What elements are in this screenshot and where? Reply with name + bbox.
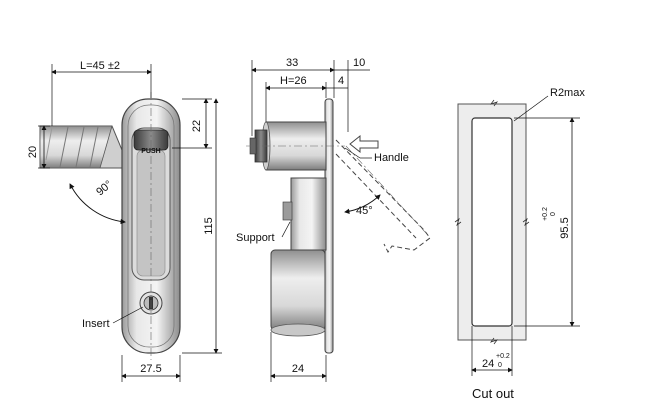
side-angle: 45° [356,205,373,217]
cutout-height-tol-plus: +0.2 [542,207,549,221]
front-angle: 90° [94,178,114,198]
radius-label: R2max [550,87,585,99]
side-support [290,177,327,251]
side-view: 45° 33 10 H=26 4 24 Handle Support [236,57,431,382]
side-24-dim: 24 [292,363,304,375]
cutout-caption: Cut out [472,386,514,401]
support-label: Support [236,232,275,244]
front-small-height-dim: 22 [191,120,203,132]
cutout-height-tol-zero: 0 [550,212,557,216]
cutout-width-tol-plus: +0.2 [496,353,510,360]
handle-label: Handle [374,152,409,164]
side-4-dim: 4 [338,75,344,87]
cutout-height-dim: 95.5 [559,217,571,238]
push-direction-arrow [349,134,379,154]
cutout-width-tol-zero: 0 [498,362,502,369]
front-length-dim: L=45 ±2 [80,60,120,72]
front-width-dim: 27.5 [140,363,161,375]
latch-tongue [39,125,123,169]
side-housing [270,249,326,331]
front-view: PUSH 90° L=45 ±2 20 22 115 [27,60,222,382]
front-left-dim: 20 [27,146,39,158]
cutout-view: R2max 95.5 +0.2 0 24 +0.2 0 Cut out [454,87,585,401]
cutout-width-dim: 24 [482,358,494,370]
side-33-dim: 33 [286,57,298,69]
front-total-height-dim: 115 [203,217,215,235]
insert-label: Insert [82,318,110,330]
side-10-dim: 10 [353,57,365,69]
cutout-hole [471,117,513,327]
side-h-dim: H=26 [280,75,307,87]
